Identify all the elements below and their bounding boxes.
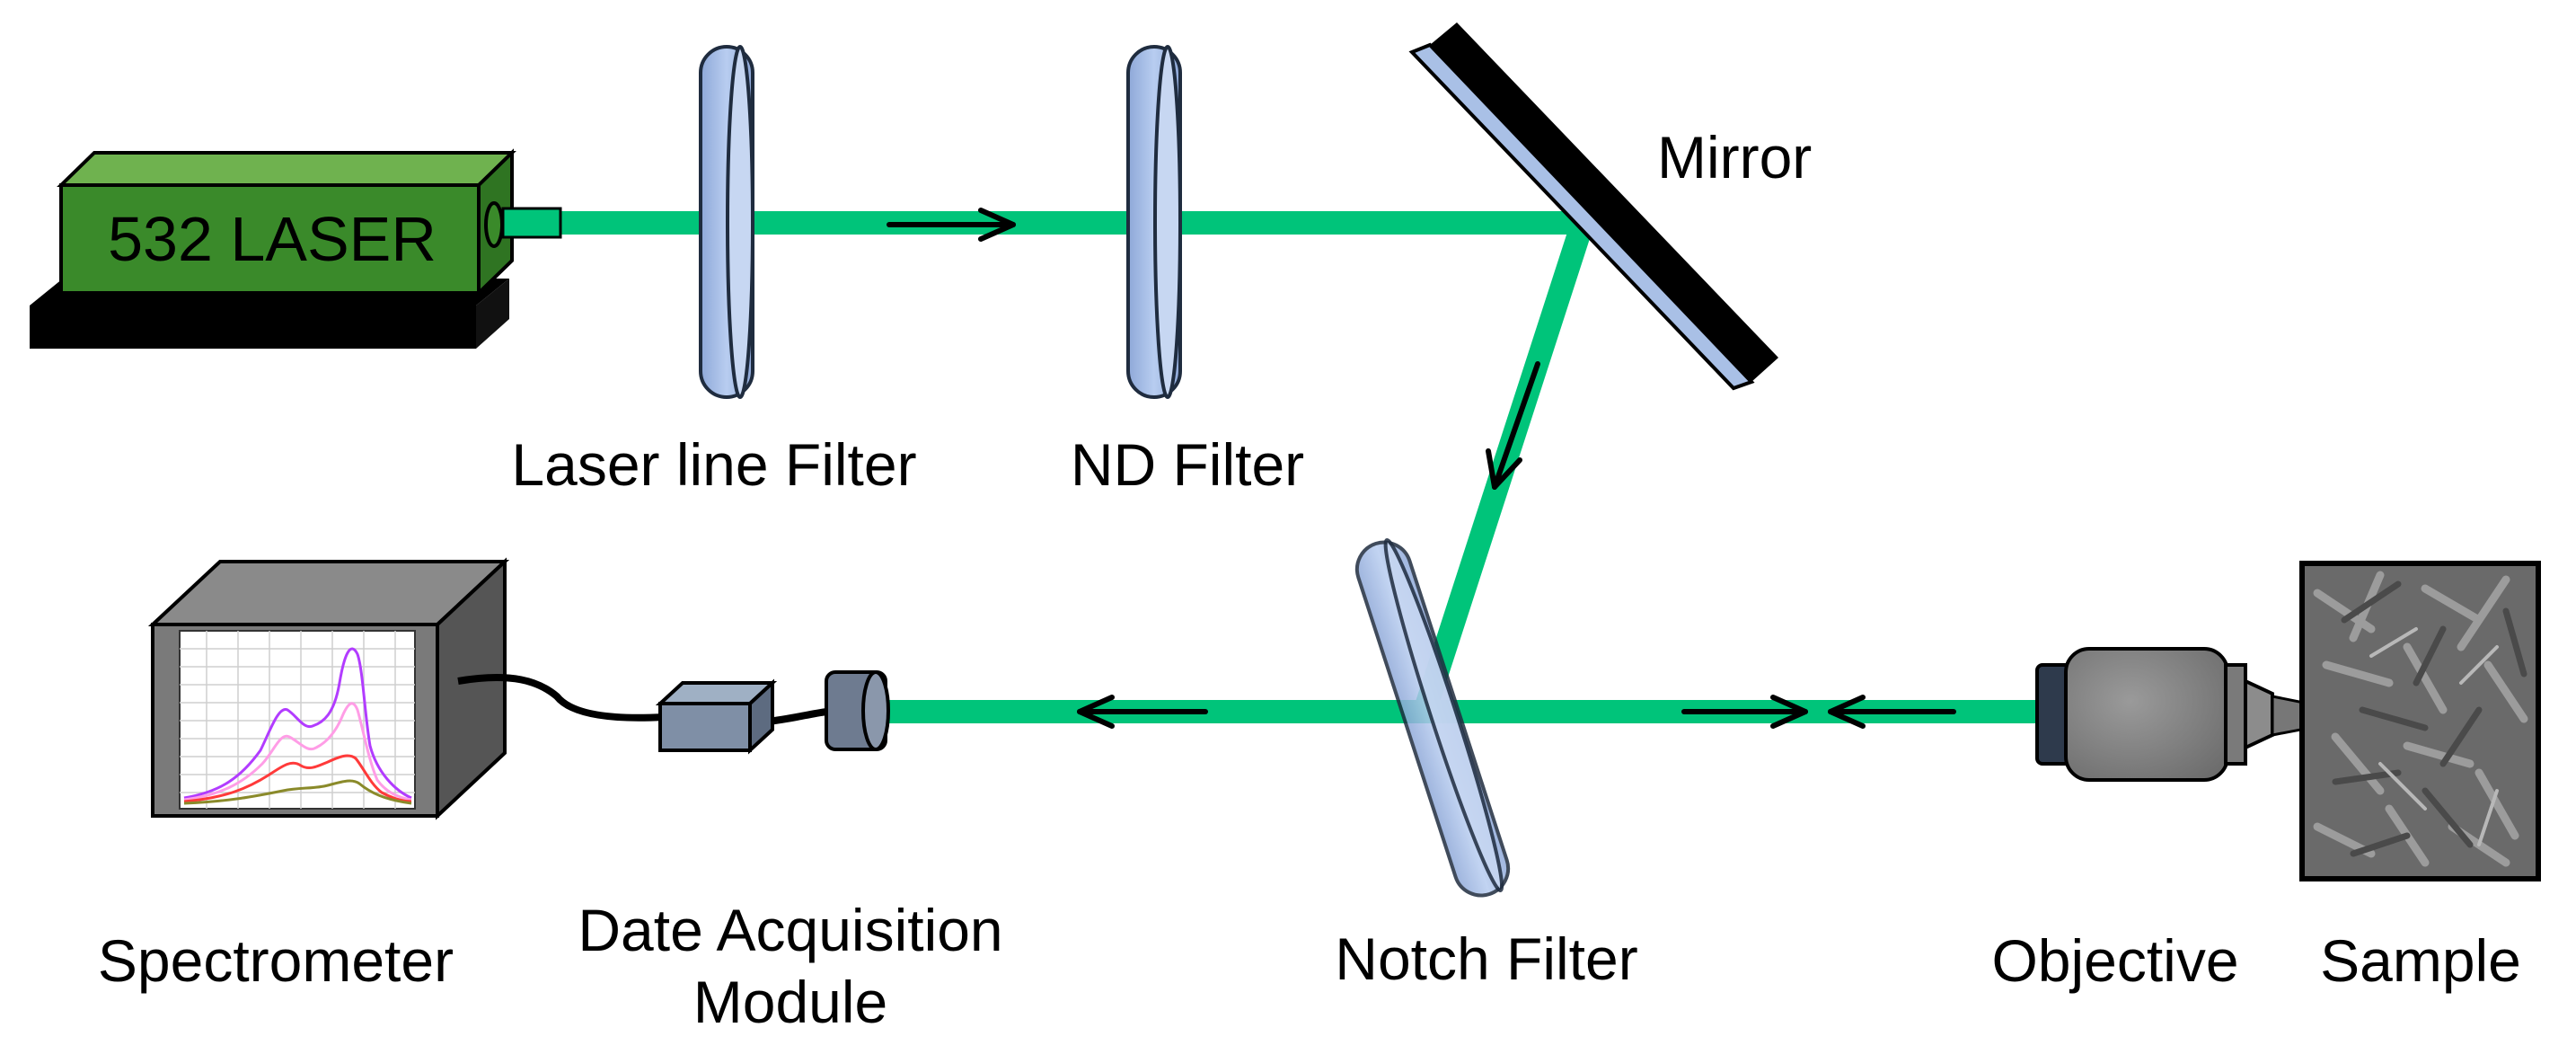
- laser-body: [59, 183, 481, 295]
- sample-texture: [2313, 571, 2528, 867]
- objective: [2035, 647, 2372, 782]
- laser-label: 532 LASER: [108, 204, 437, 274]
- notch-filter-label: Notch Filter: [1335, 926, 1637, 992]
- sample-label: Sample: [2320, 927, 2521, 994]
- arrow-left-bottom-2: [1828, 695, 1956, 729]
- arrow-right-top: [887, 208, 1016, 242]
- objective-nose: [2244, 678, 2274, 751]
- daq-box: [658, 702, 752, 752]
- laser-base: [30, 306, 476, 349]
- spectrum-series-4: [183, 779, 412, 805]
- spectrum-series-3: [183, 754, 412, 803]
- laser-line-filter: [699, 45, 754, 399]
- beam-direction-arrows: [887, 208, 1956, 729]
- objective-body: [2064, 647, 2229, 782]
- arrow-down-diagonal: [1486, 361, 1540, 490]
- spectrometer-label: Spectrometer: [98, 927, 454, 994]
- spectrometer-screen: [179, 630, 416, 810]
- spectrometer-cable: [457, 674, 664, 722]
- laser-aperture: [484, 201, 504, 248]
- daq-label-line2: Module: [693, 969, 887, 1035]
- objective-label: Objective: [1991, 927, 2238, 994]
- spectrum-series-2: [183, 702, 412, 802]
- mirror-backing: [1430, 22, 1778, 382]
- daq-label-line1: Date Acquisition: [578, 897, 1002, 963]
- laser-top-face: [57, 151, 516, 187]
- laser-line-filter-label: Laser line Filter: [511, 431, 916, 498]
- sample: [2299, 561, 2541, 881]
- arrow-left-bottom: [1077, 695, 1208, 729]
- data-acquisition-module: [655, 678, 778, 755]
- laser-source: 532 LASER: [30, 148, 562, 349]
- spectrometer: [147, 557, 510, 820]
- spectrum-series-1: [183, 647, 412, 800]
- screen-spectra: [183, 647, 412, 805]
- laser-output-port: [501, 207, 562, 239]
- nd-filter-label: ND Filter: [1071, 431, 1304, 498]
- mirror: [1408, 22, 1778, 391]
- notch-filter: [1354, 537, 1511, 898]
- nd-filter: [1126, 45, 1182, 399]
- mirror-surface: [1408, 42, 1755, 391]
- screen-grid: [180, 631, 415, 809]
- spectrometer-side: [436, 557, 507, 820]
- daq-cable: [767, 708, 827, 725]
- fiber-coupler: [825, 670, 890, 751]
- arrow-right-bottom: [1681, 695, 1808, 729]
- mirror-label: Mirror: [1657, 124, 1812, 190]
